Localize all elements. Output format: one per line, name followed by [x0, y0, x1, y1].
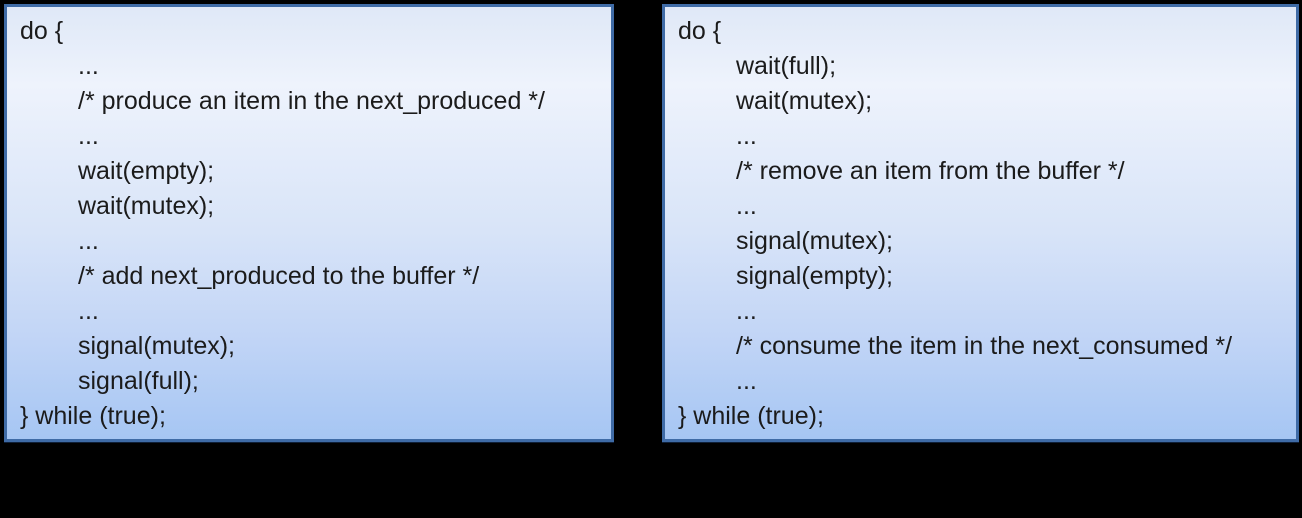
- code-line: signal(mutex);: [78, 332, 235, 360]
- code-line: } while (true);: [678, 402, 824, 430]
- code-line: wait(full);: [736, 52, 837, 80]
- code-line: ...: [736, 297, 757, 325]
- code-line: signal(full);: [78, 367, 199, 395]
- code-line: ...: [736, 122, 757, 150]
- code-line: do {: [678, 17, 722, 45]
- producer-code-lines: do {... /* produce an item in the next_pr…: [7, 7, 611, 434]
- code-line: ...: [78, 122, 99, 150]
- code-line: } while (true);: [20, 402, 166, 430]
- code-line: ...: [736, 192, 757, 220]
- code-line: signal(empty);: [736, 262, 893, 290]
- code-line: ...: [736, 367, 757, 395]
- producer-code-box: do {... /* produce an item in the next_pr…: [4, 4, 614, 442]
- consumer-code-lines: do { wait(full); wait(mutex);... /* remove …: [665, 7, 1296, 434]
- code-line: /* consume the item in the next_consumed…: [736, 332, 1233, 360]
- code-line: ...: [78, 227, 99, 255]
- code-line: wait(mutex);: [78, 192, 215, 220]
- code-line: /* produce an item in the next_produced …: [78, 87, 545, 115]
- code-line: do {: [20, 17, 64, 45]
- code-line: signal(mutex);: [736, 227, 893, 255]
- code-line: wait(empty);: [78, 157, 215, 185]
- code-line: ...: [78, 297, 99, 325]
- code-line: ...: [78, 52, 99, 80]
- code-line: /* add next_produced to the buffer */: [78, 262, 480, 290]
- code-line: wait(mutex);: [736, 87, 873, 115]
- code-line: /* remove an item from the buffer */: [736, 157, 1125, 185]
- consumer-code-box: do { wait(full); wait(mutex);... /* remove …: [662, 4, 1299, 442]
